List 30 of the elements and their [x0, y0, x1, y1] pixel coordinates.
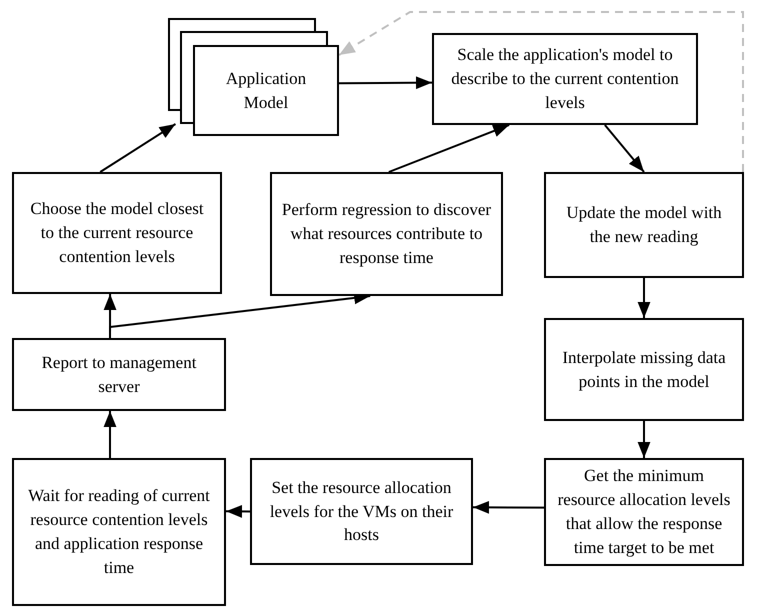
step-text: Perform regression to discover what resources contribute to response time: [280, 199, 492, 269]
arrow: [100, 123, 176, 173]
step-text: Application Model: [224, 68, 308, 114]
process-box: [544, 458, 744, 566]
step-text: Scale the application's model to describe to the current contention levels: [450, 44, 680, 114]
process-box: [270, 172, 503, 296]
process-box: [193, 45, 339, 136]
arrow: [388, 124, 510, 173]
process-box: [544, 172, 744, 278]
step-text: Choose the model closest to the current resource contention levels: [29, 198, 205, 268]
process-box: [12, 338, 226, 411]
process-box: [12, 172, 222, 294]
arrow: [638, 421, 650, 458]
step-text: Update the model with the new reading: [565, 202, 723, 248]
step-text: Interpolate missing data points in the model: [561, 346, 727, 393]
arrow: [638, 278, 650, 318]
arrow: [338, 11, 744, 172]
step-text: Get the minimum resource allocation levels that allow the response time target to be met: [556, 465, 732, 559]
process-box: [12, 458, 226, 606]
process-box: [250, 458, 473, 565]
arrow: [473, 500, 544, 514]
arrow: [339, 76, 432, 90]
arrow: [226, 505, 250, 518]
step-text: Report to management server: [40, 352, 198, 398]
process-box: [432, 33, 698, 125]
step-text: Wait for reading of current resource contention levels and application response time: [27, 485, 211, 579]
arrow: [604, 124, 645, 173]
process-box: [544, 318, 744, 421]
step-text: Set the resource allocation levels for the VMs on their hosts: [268, 476, 454, 546]
arrow: [104, 411, 116, 458]
